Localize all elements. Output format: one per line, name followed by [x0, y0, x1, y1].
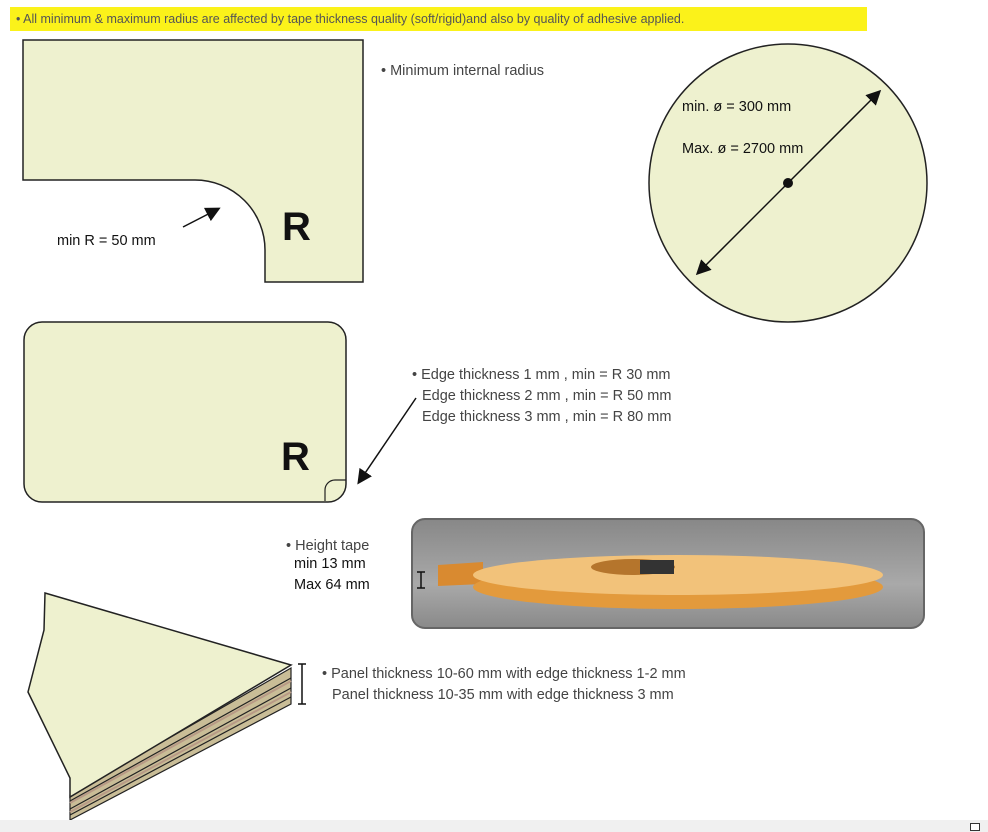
r-symbol: R [282, 205, 311, 249]
height-tape-title: • Height tape [286, 538, 370, 554]
center-dot [783, 178, 793, 188]
corner-detail-icon [324, 479, 346, 501]
min-r-arrow [182, 207, 221, 228]
resize-icon[interactable] [970, 823, 980, 831]
panel-line-1: • Panel thickness 10-60 mm with edge thi… [322, 666, 686, 682]
tape-roll-image [411, 518, 925, 629]
edge-r-symbol: R [281, 435, 310, 479]
tape-roll-drawing [417, 555, 883, 609]
height-tape-min: min 13 mm [294, 556, 366, 572]
l-shape-panel [22, 39, 364, 283]
min-r-label: min R = 50 mm [57, 233, 156, 249]
footer-bar [0, 820, 988, 832]
height-tape-max: Max 64 mm [294, 577, 370, 593]
max-diameter-label: Max. ø = 2700 mm [682, 141, 804, 157]
note-banner: • All minimum & maximum radius are affec… [10, 7, 867, 31]
rounded-panel [23, 321, 347, 503]
internal-radius-title: • Minimum internal radius [381, 63, 545, 79]
edge-line-3: Edge thickness 3 mm , min = R 80 mm [422, 409, 672, 425]
panel-line-2: Panel thickness 10-35 mm with edge thick… [332, 687, 674, 703]
min-diameter-label: min. ø = 300 mm [682, 99, 792, 115]
panel-thickness-bracket [298, 663, 306, 705]
edge-line-1: • Edge thickness 1 mm , min = R 30 mm [412, 367, 671, 383]
edge-line-2: Edge thickness 2 mm , min = R 50 mm [422, 388, 672, 404]
panel-top-face [27, 592, 293, 799]
edge-arrow [357, 397, 417, 485]
